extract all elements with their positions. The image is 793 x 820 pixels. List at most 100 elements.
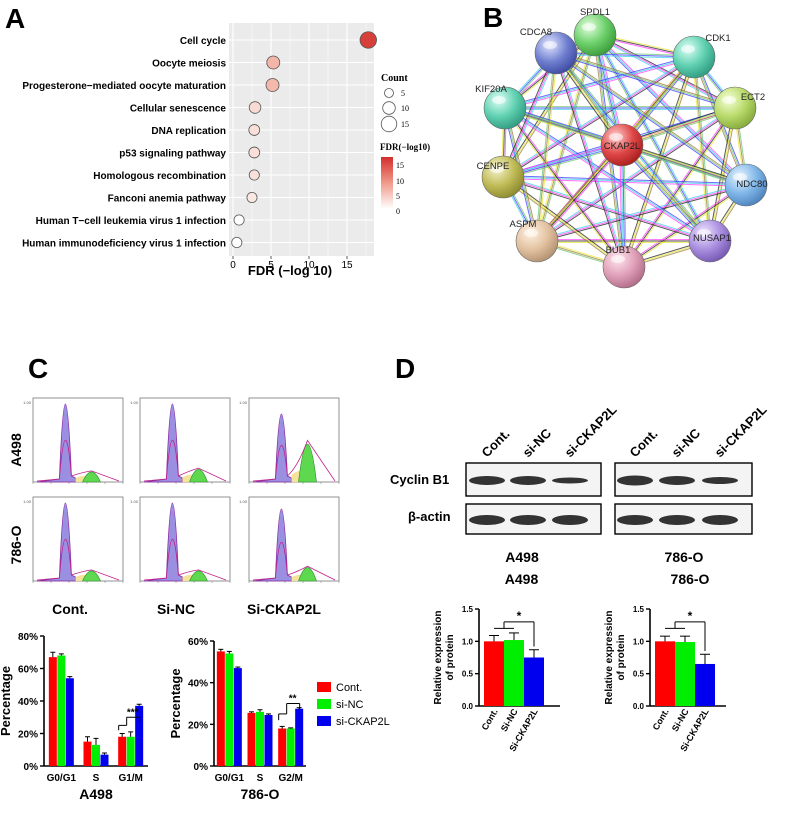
enrichment-dot-p53-signaling-pathway bbox=[248, 146, 261, 159]
panel-label-c: C bbox=[28, 353, 48, 384]
bar-chart-y-tick-label-60: 60% bbox=[18, 665, 38, 676]
enrichment-dots bbox=[231, 31, 377, 248]
protein-label-spdl1: SPDL1 bbox=[580, 7, 610, 18]
lane-label-786o-cont: Cont. bbox=[627, 426, 661, 460]
enrichment-dot-cellular-senescence bbox=[248, 101, 262, 114]
count-legend-label-10: 10 bbox=[401, 104, 409, 113]
network-edge bbox=[556, 51, 736, 108]
blot-band-beta-actin-786o-lane1 bbox=[659, 515, 695, 525]
expr-y-label-line: Relative expression bbox=[433, 611, 444, 705]
enrichment-dot-fanconi-anemia-pathway bbox=[246, 191, 258, 203]
network-edge bbox=[555, 52, 747, 186]
protein-node-cdca8 bbox=[534, 31, 578, 75]
network-edge bbox=[555, 52, 736, 109]
expr-y-tick-label-1-5: 1.5 bbox=[462, 605, 474, 614]
enrichment-x-tick-label-0: 0 bbox=[230, 260, 236, 271]
blot-band-cyclin-b1-786o-lane1 bbox=[659, 476, 695, 485]
blot-band-beta-actin-a498-lane0 bbox=[469, 515, 505, 525]
network-edge bbox=[536, 107, 736, 242]
network-edge bbox=[622, 143, 747, 185]
network-edge bbox=[536, 52, 557, 242]
network-edge bbox=[595, 33, 736, 108]
bar-cont-s bbox=[247, 712, 256, 766]
fit-curve bbox=[36, 440, 120, 482]
bar-si-nc-g0-g1 bbox=[57, 655, 66, 766]
fdr-legend-label-5: 5 bbox=[396, 192, 400, 201]
blot-band-beta-actin-786o-lane2 bbox=[702, 515, 738, 525]
flow-col-label-cont: Cont. bbox=[52, 601, 88, 617]
network-edge bbox=[503, 57, 696, 179]
legend-swatch-si-ckap2l bbox=[317, 716, 331, 726]
bar-si-ckap2l-s bbox=[100, 754, 109, 766]
bar-si-ckap2l-g0-g1 bbox=[233, 668, 242, 766]
network-edge bbox=[502, 56, 695, 178]
flow-histogram-frame bbox=[139, 496, 231, 582]
network-edge bbox=[593, 35, 746, 187]
network-edge bbox=[502, 176, 711, 242]
bar-chart-category-s: S bbox=[93, 773, 100, 784]
expr-y-tick-label-1-0: 1.0 bbox=[462, 637, 474, 646]
blot-band-beta-actin-786o-lane0 bbox=[617, 515, 653, 525]
flow-y-tick-label: 1.00 bbox=[130, 499, 139, 504]
network-edge bbox=[621, 145, 746, 187]
count-legend-label-15: 15 bbox=[401, 120, 409, 129]
fit-curve bbox=[143, 440, 227, 482]
bar-si-nc-g2-m bbox=[286, 728, 295, 766]
expr-significance-marker: * bbox=[517, 609, 522, 623]
bar-chart-y-label: Percentage bbox=[168, 668, 183, 738]
expr-category-si-nc: Si-NC bbox=[670, 707, 691, 734]
network-edge bbox=[624, 57, 696, 268]
enrichment-term-human-immunodeficiency-virus-1-infection: Human immunodeficiency virus 1 infection bbox=[22, 239, 226, 250]
flow-y-tick-label: 1.00 bbox=[130, 400, 139, 405]
enrichment-term-progesterone-mediated-oocyte-maturation: Progesterone−mediated oocyte maturation bbox=[22, 81, 226, 92]
g2-m-peak bbox=[82, 471, 101, 483]
protein-node-spdl1 bbox=[573, 13, 617, 57]
g2-m-peak bbox=[298, 567, 317, 582]
network-edge bbox=[708, 107, 735, 241]
bar-chart-category-g0-g1: G0/G1 bbox=[215, 773, 245, 784]
network-edge bbox=[504, 107, 625, 268]
flow-y-tick-label: 1.00 bbox=[23, 400, 32, 405]
bar-chart-category-g2-m: G2/M bbox=[278, 773, 302, 784]
expr-bar-cont bbox=[484, 641, 504, 706]
expr-y-tick-label-1-5: 1.5 bbox=[633, 605, 645, 614]
network-edge bbox=[535, 143, 621, 240]
flow-histogram-1-0: 1.00 bbox=[23, 496, 124, 583]
network-edge bbox=[709, 107, 736, 242]
network-nodes: SPDL1CDK1ECT2NDC80NUSAP1BUB1ASPMCENPEKIF… bbox=[475, 7, 768, 289]
ppi-network: SPDL1CDK1ECT2NDC80NUSAP1BUB1ASPMCENPEKIF… bbox=[475, 7, 768, 289]
blot-band-cyclin-b1-a498-lane0 bbox=[469, 476, 505, 485]
network-edge bbox=[502, 176, 625, 268]
network-edge bbox=[710, 108, 737, 242]
flow-histogram-grid: 1.00 1.00 1.00 1.00 1.00 1.00 bbox=[23, 397, 340, 583]
flow-histogram-1-1: 1.00 bbox=[130, 496, 231, 583]
western-band-label-cyclin-b1: Cyclin B1 bbox=[390, 472, 449, 487]
enrichment-x-tick-label-15: 15 bbox=[341, 260, 353, 271]
network-edge bbox=[621, 146, 746, 188]
flow-y-tick-label: 1.00 bbox=[239, 499, 248, 504]
western-blot-bands bbox=[465, 462, 753, 535]
bar-cont-g1-m bbox=[118, 736, 127, 766]
flow-col-label-si-nc: Si-NC bbox=[157, 601, 195, 617]
expr-bar-cont bbox=[655, 641, 675, 706]
bar-chart-y-tick-label-20: 20% bbox=[188, 720, 208, 731]
bar-si-ckap2l-g1-m bbox=[135, 705, 144, 766]
expr-category-cont: Cont. bbox=[651, 707, 671, 732]
expr-category-cont: Cont. bbox=[480, 707, 500, 732]
node-highlight bbox=[611, 255, 625, 263]
panel-label-a: A bbox=[5, 3, 25, 34]
network-edge bbox=[538, 146, 624, 243]
fdr-colorbar bbox=[381, 157, 393, 209]
blot-band-cyclin-b1-786o-lane0 bbox=[617, 475, 653, 486]
expr-y-label-line: Relative expression bbox=[604, 611, 615, 705]
flow-histogram-0-2: 1.00 bbox=[239, 397, 340, 484]
expr-significance-marker: * bbox=[688, 609, 693, 623]
fdr-legend-label-10: 10 bbox=[396, 177, 404, 186]
network-edge bbox=[505, 106, 712, 241]
network-edge bbox=[594, 35, 735, 110]
bar-si-ckap2l-s bbox=[264, 714, 273, 766]
